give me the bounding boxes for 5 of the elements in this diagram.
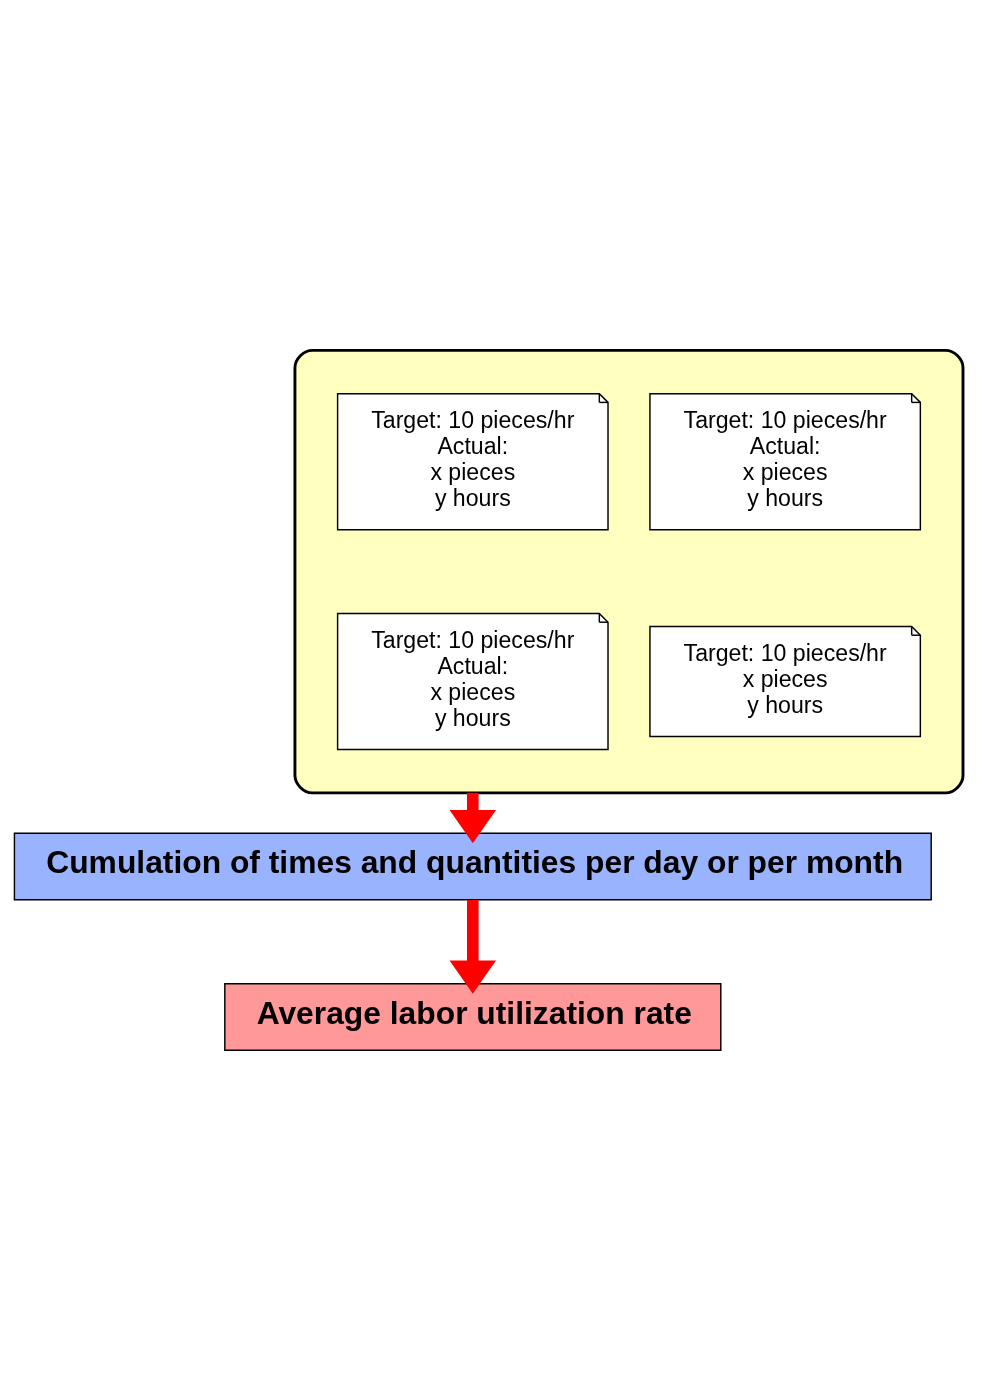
arrow: [449, 900, 497, 994]
node-box: Cumulation of times and quantities per day or per month: [13, 832, 932, 901]
node-box: Average labor utilization rate: [224, 982, 722, 1051]
cluster: [293, 348, 965, 795]
arrow: [449, 792, 497, 844]
